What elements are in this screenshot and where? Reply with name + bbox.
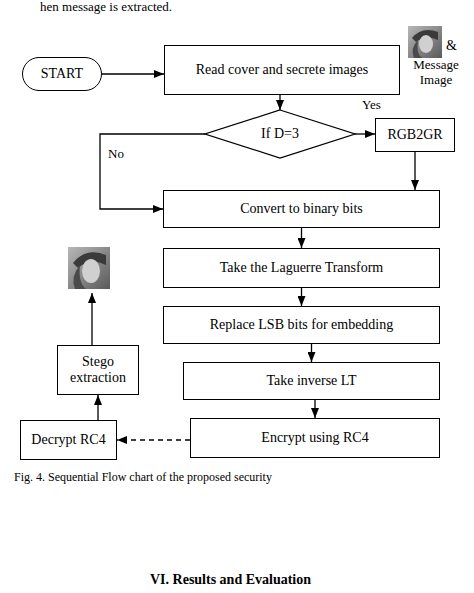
ampersand-label: & bbox=[446, 38, 457, 54]
start-terminal: START bbox=[22, 57, 102, 91]
section-heading: VI. Results and Evaluation bbox=[150, 572, 311, 588]
flow-arrow bbox=[314, 400, 315, 418]
output-arrow bbox=[91, 293, 92, 345]
running-text: hen message is extracted. bbox=[40, 0, 172, 15]
flow-arrow bbox=[301, 288, 302, 306]
lena-image bbox=[68, 247, 110, 289]
flow-arrow bbox=[117, 439, 190, 440]
node-text: Replace LSB bits for embedding bbox=[206, 317, 398, 333]
process-box: Convert to binary bits bbox=[163, 190, 440, 228]
process-box: Encrypt using RC4 bbox=[190, 418, 440, 458]
process-box: Replace LSB bits for embedding bbox=[163, 306, 440, 344]
decision-diamond: If D=3 bbox=[205, 110, 355, 158]
process-box: RGB2GR bbox=[375, 118, 455, 152]
flow-arrow bbox=[311, 344, 312, 362]
lena-image bbox=[408, 26, 442, 58]
node-text: Decrypt RC4 bbox=[27, 432, 109, 448]
flow-arrow bbox=[301, 228, 302, 248]
flow-arrow bbox=[102, 73, 164, 74]
edge-label: No bbox=[106, 146, 126, 162]
process-box: Take inverse LT bbox=[183, 362, 440, 400]
flow-arrow bbox=[355, 133, 375, 134]
process-box: Take the Laguerre Transform bbox=[163, 248, 440, 288]
process-box: Decrypt RC4 bbox=[20, 420, 117, 460]
node-text: Take the Laguerre Transform bbox=[216, 260, 387, 276]
node-text: RGB2GR bbox=[383, 127, 446, 143]
node-text: If D=3 bbox=[257, 126, 303, 142]
node-text: Encrypt using RC4 bbox=[257, 430, 372, 446]
diamond-outline bbox=[205, 110, 355, 158]
process-box: Read cover and secrete images bbox=[164, 45, 400, 95]
flow-arrow bbox=[97, 395, 98, 420]
flow-arrow bbox=[414, 152, 415, 190]
edge-label: Yes bbox=[360, 97, 383, 113]
flow-arrow bbox=[279, 95, 280, 110]
node-text: START bbox=[37, 66, 87, 82]
image-label: Message Image bbox=[404, 58, 468, 88]
node-text: Read cover and secrete images bbox=[192, 62, 373, 78]
node-text: Convert to binary bits bbox=[236, 201, 367, 217]
node-text: Take inverse LT bbox=[262, 373, 360, 389]
figure-caption: Fig. 4. Sequential Flow chart of the pro… bbox=[14, 470, 272, 485]
node-text: Stego extraction bbox=[58, 354, 138, 386]
process-box: Stego extraction bbox=[57, 345, 139, 395]
